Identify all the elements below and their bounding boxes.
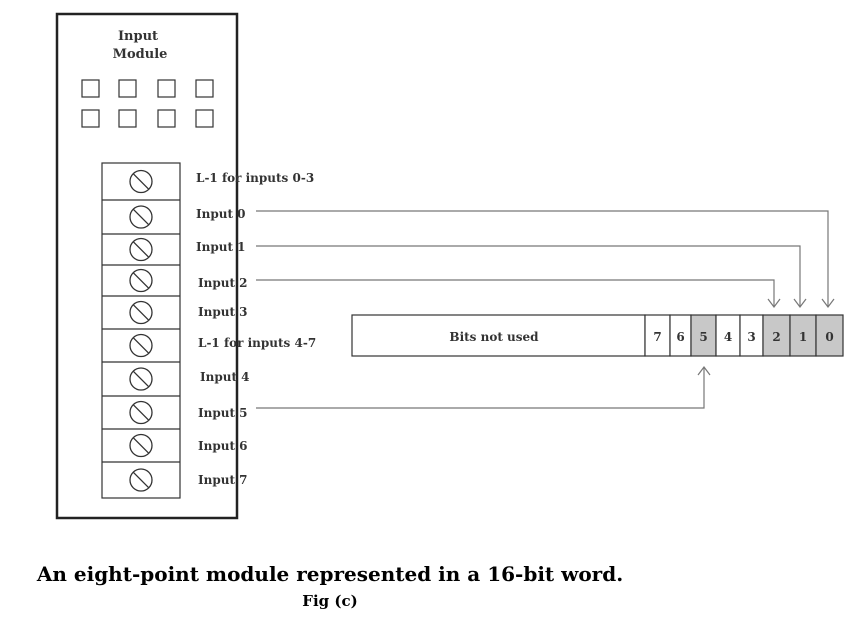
indicator-led — [118, 109, 137, 128]
terminal-label: Input 0 — [196, 207, 246, 221]
bit-cell-5: 5 — [690, 314, 717, 357]
word-bit-cells: 7 6 5 4 3 2 1 0 — [644, 314, 844, 357]
terminal-label: Input 5 — [198, 406, 248, 420]
bit-cell-2: 2 — [762, 314, 791, 357]
indicator-led — [157, 109, 176, 128]
terminal-label: Input 3 — [198, 305, 248, 319]
bit-label: 6 — [676, 330, 684, 344]
screw-terminal-icon — [129, 268, 153, 293]
wire-input-5-to-bit-5 — [256, 368, 705, 409]
indicator-led — [195, 109, 214, 128]
bit-cell-6: 6 — [669, 314, 692, 357]
bit-cell-1: 1 — [789, 314, 817, 357]
indicator-led — [118, 79, 137, 98]
arrow-up-icon — [697, 366, 711, 376]
screw-terminal-icon — [129, 400, 153, 425]
connection-arrows — [697, 298, 835, 376]
status-indicators — [81, 79, 214, 128]
bit-label: 0 — [825, 330, 833, 344]
terminal-label: Input 6 — [198, 439, 248, 453]
bit-label: 4 — [724, 330, 732, 344]
wire-input-2-to-bit-2 — [256, 279, 775, 306]
arrow-down-icon — [767, 298, 781, 308]
screw-terminal-icon — [129, 205, 153, 229]
screw-terminal-icon — [129, 433, 153, 458]
module-title-line2: Module — [113, 47, 168, 62]
module-title-line1: Input — [118, 29, 158, 44]
screw-terminal-icon — [129, 169, 153, 194]
bit-cell-7: 7 — [644, 314, 671, 357]
arrow-down-icon — [793, 298, 807, 308]
bit-cell-4: 4 — [715, 314, 741, 357]
figure-number: Fig (c) — [302, 592, 358, 610]
terminal-label: Input 2 — [198, 276, 248, 290]
terminal-label: Input 4 — [200, 370, 250, 384]
bit-cell-0: 0 — [815, 314, 844, 357]
word-unused-label: Bits not used — [449, 330, 539, 344]
indicator-led — [81, 79, 100, 98]
screw-terminal-icon — [129, 468, 153, 492]
bit-label: 3 — [747, 330, 755, 344]
bit-label: 2 — [772, 330, 780, 344]
screw-terminal-icon — [129, 367, 153, 391]
bit-cell-3: 3 — [739, 314, 764, 357]
word-unused-region — [351, 314, 646, 357]
bit-label: 5 — [699, 330, 707, 344]
indicator-led — [81, 109, 100, 128]
terminal-label: L-1 for inputs 4-7 — [198, 336, 316, 350]
wire-input-1-to-bit-1 — [256, 245, 801, 306]
indicator-led — [195, 79, 214, 98]
bit-label: 1 — [799, 330, 807, 344]
arrow-down-icon — [821, 298, 835, 308]
connection-wires — [256, 210, 829, 409]
screw-terminal-icon — [129, 333, 153, 358]
bit-label: 7 — [653, 330, 661, 344]
terminal-label: Input 7 — [198, 473, 248, 487]
wire-input-0-to-bit-0 — [256, 210, 829, 306]
screw-terminal-icon — [129, 237, 153, 262]
figure-caption: An eight-point module represented in a 1… — [36, 562, 624, 586]
terminal-strip — [101, 162, 181, 499]
terminal-label: L-1 for inputs 0-3 — [196, 171, 314, 185]
screw-terminal-icon — [129, 300, 153, 325]
terminal-label: Input 1 — [196, 240, 246, 254]
indicator-led — [157, 79, 176, 98]
